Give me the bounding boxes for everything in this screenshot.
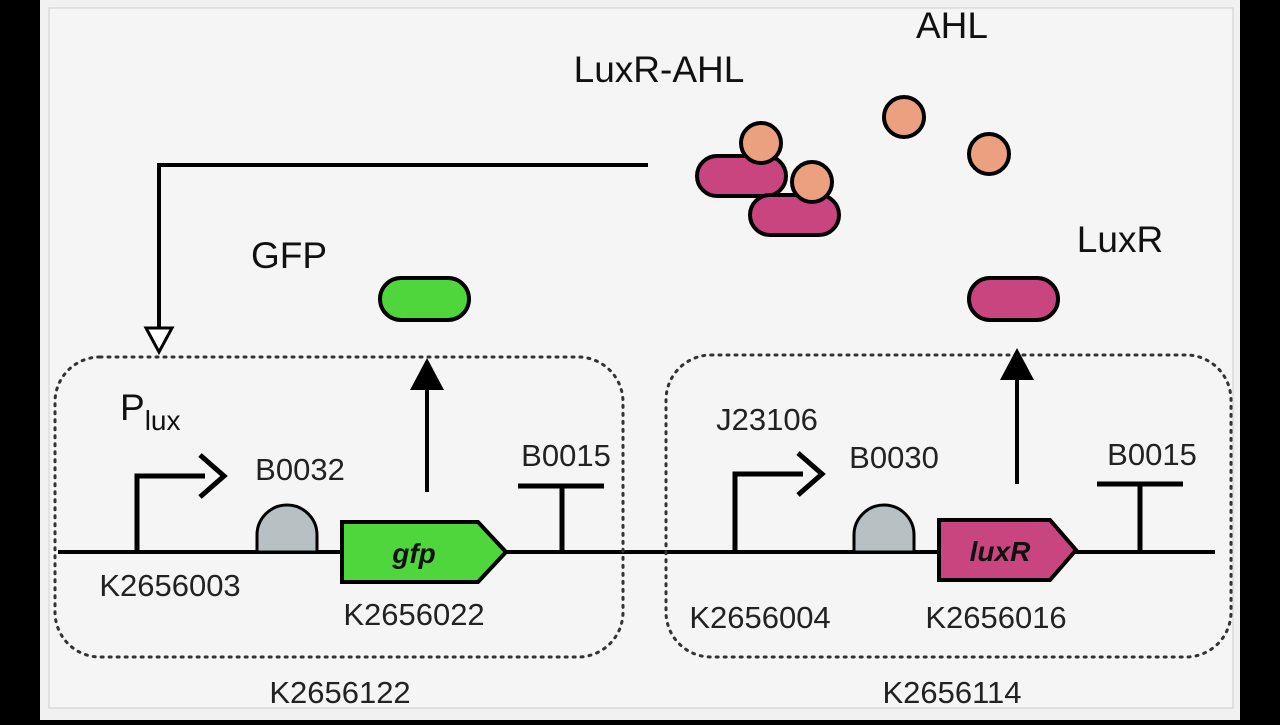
luxr-ahl-complex-icon xyxy=(695,121,841,237)
luxr-gene-label: luxR xyxy=(970,536,1031,567)
gfp-gene-icon xyxy=(340,520,509,584)
left-device-box xyxy=(53,355,625,659)
ahl-molecule-icon xyxy=(882,95,926,139)
j23106-promoter-icon xyxy=(732,451,826,552)
gfp-gene-label: gfp xyxy=(391,538,436,569)
plux-part-id: K2656003 xyxy=(99,568,240,603)
gfp-protein-icon xyxy=(378,276,471,322)
gfp-part-id: K2656022 xyxy=(343,597,484,632)
gfp-protein-label: GFP xyxy=(251,235,327,276)
luxr-protein-icon xyxy=(967,276,1060,322)
right-device-box xyxy=(664,353,1233,659)
plux-label: Plux xyxy=(120,387,180,436)
right-rbs-id: B0030 xyxy=(849,440,939,475)
plux-promoter-icon xyxy=(134,453,228,552)
j23106-label: J23106 xyxy=(716,402,818,437)
luxr-part-id: K2656016 xyxy=(925,600,1066,635)
right-terminator-id: B0015 xyxy=(1107,437,1197,472)
luxr-ahl-label: LuxR-AHL xyxy=(574,49,745,90)
left-device-id: K2656122 xyxy=(269,675,410,710)
gfp-expression-arrow-icon xyxy=(410,358,444,492)
activation-arrow-icon xyxy=(143,163,648,356)
ahl-label: AHL xyxy=(916,5,988,46)
left-terminator-icon xyxy=(518,483,604,552)
left-rbs-id: B0032 xyxy=(255,452,345,487)
luxr-protein-label: LuxR xyxy=(1077,219,1163,260)
right-terminator-icon xyxy=(1097,481,1183,552)
left-terminator-id: B0015 xyxy=(521,438,611,473)
ahl-molecule-icon xyxy=(967,132,1011,176)
j23106-part-id: K2656004 xyxy=(689,600,830,635)
rbs-icon xyxy=(852,503,916,554)
luxr-gene-icon xyxy=(937,518,1079,582)
right-device-id: K2656114 xyxy=(882,675,1021,710)
rbs-icon xyxy=(255,503,319,554)
luxr-expression-arrow-icon xyxy=(1000,348,1034,484)
